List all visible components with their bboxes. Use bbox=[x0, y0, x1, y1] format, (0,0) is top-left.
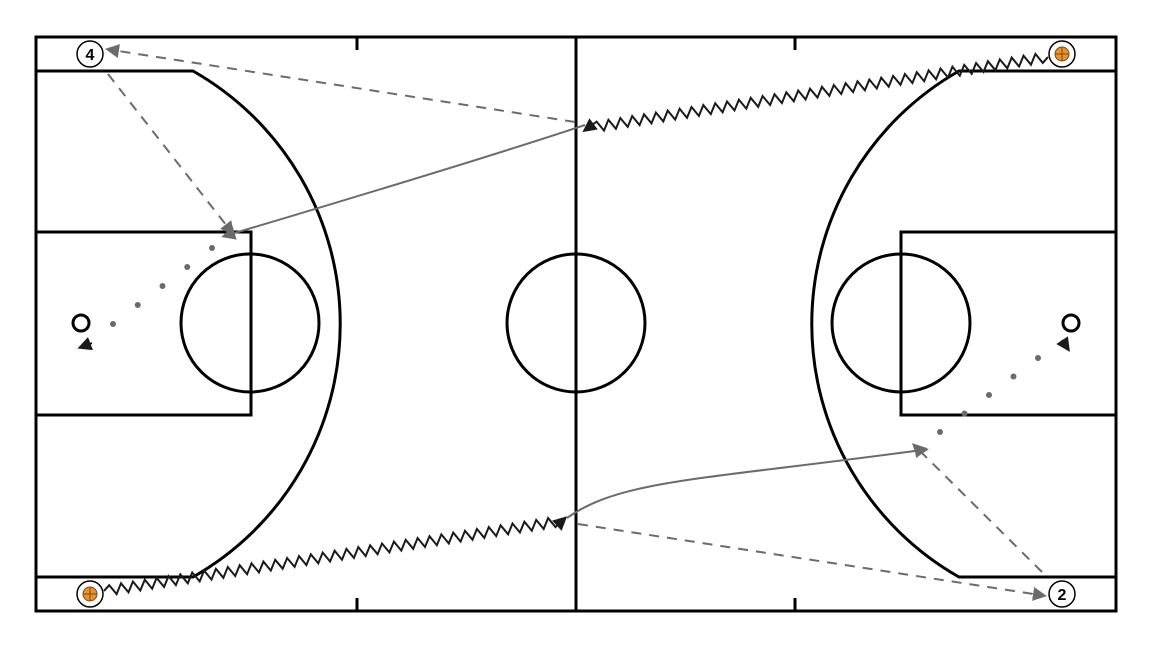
cut-path-bottom bbox=[566, 444, 929, 519]
shot-dot bbox=[1035, 355, 1041, 361]
shot-arrow-right bbox=[1056, 336, 1070, 352]
right-half-court bbox=[810, 69, 1118, 579]
shot-path-left bbox=[110, 245, 215, 327]
dribble-path-top bbox=[582, 51, 1049, 133]
left-half-court bbox=[34, 69, 342, 579]
player-2-circle bbox=[1048, 580, 1076, 608]
pass-path-bottom bbox=[577, 523, 1047, 601]
right-key bbox=[899, 230, 1118, 417]
player-4-label: 4 bbox=[86, 47, 95, 64]
left-three-point-line bbox=[36, 69, 342, 579]
shot-dot bbox=[110, 321, 116, 327]
dribble-path-bottom bbox=[103, 516, 568, 597]
shot-path-right bbox=[937, 355, 1041, 435]
pass-path-top bbox=[105, 44, 576, 123]
shot-dot bbox=[1010, 373, 1017, 380]
ball-top-right bbox=[1048, 40, 1076, 68]
shot-dot bbox=[961, 410, 968, 417]
left-free-throw-circle bbox=[179, 252, 321, 394]
shot-dot bbox=[134, 302, 141, 308]
player-2: 2 bbox=[1048, 580, 1076, 608]
right-free-throw-circle bbox=[830, 252, 972, 394]
player-4-circle bbox=[76, 40, 104, 68]
shot-dot bbox=[209, 245, 215, 251]
left-basket bbox=[71, 313, 91, 333]
basketball-seams-icon bbox=[1055, 47, 1069, 61]
right-three-point-line bbox=[810, 69, 1116, 579]
shot-dot bbox=[986, 392, 992, 398]
ball-bottom-left bbox=[76, 580, 104, 608]
pass-path-to-wing-top bbox=[107, 73, 235, 236]
shot-dot bbox=[159, 283, 166, 289]
right-basket bbox=[1061, 313, 1081, 333]
pass-path-to-wing-bottom bbox=[912, 443, 1043, 573]
shot-dot bbox=[937, 429, 943, 435]
shot-arrow-left bbox=[77, 336, 94, 351]
cut-path-top bbox=[221, 124, 586, 240]
player-4: 4 bbox=[76, 40, 104, 68]
shot-dot bbox=[184, 264, 191, 270]
player-2-label: 2 bbox=[1058, 587, 1067, 604]
left-key bbox=[34, 230, 253, 417]
center-circle bbox=[505, 252, 647, 394]
basketball-seams-icon bbox=[83, 587, 97, 601]
